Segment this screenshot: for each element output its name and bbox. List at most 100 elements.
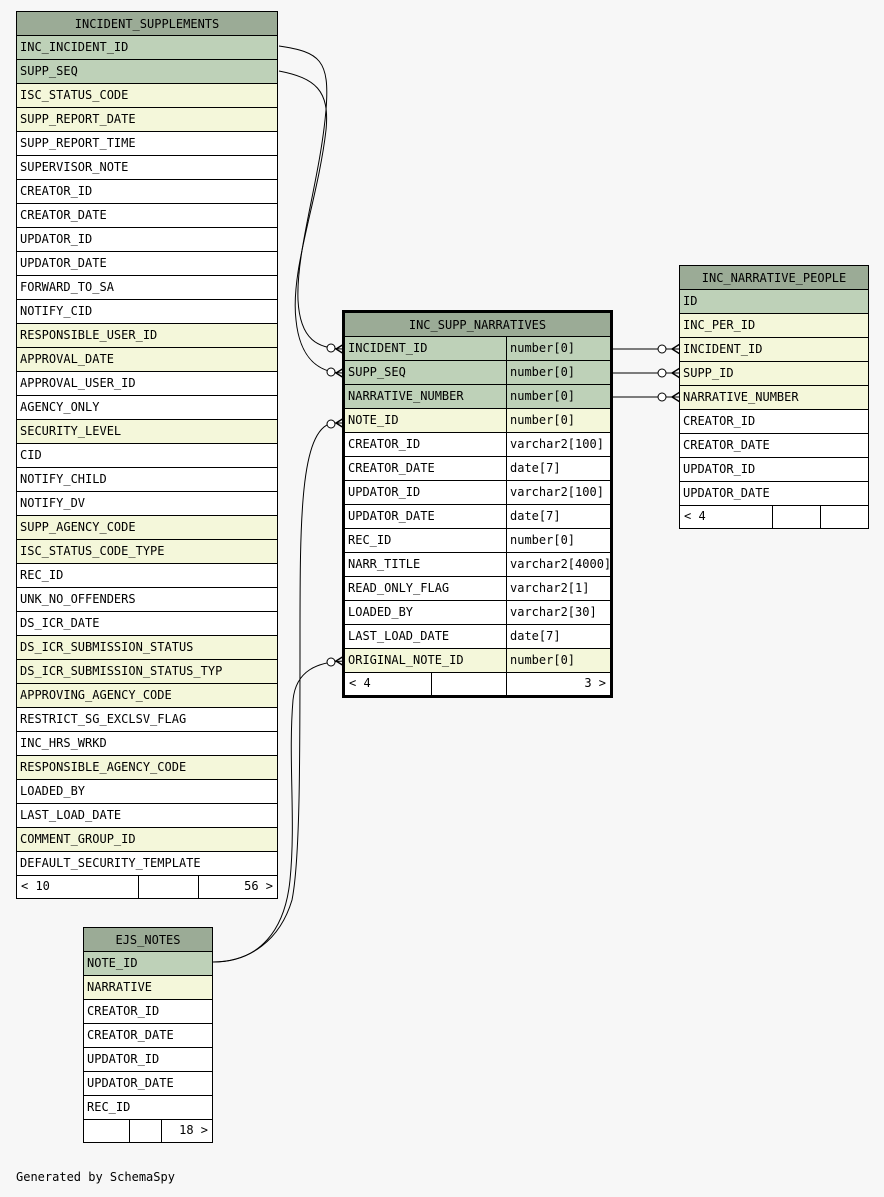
- column-row[interactable]: NARRATIVE: [84, 976, 212, 1000]
- table-title[interactable]: INC_NARRATIVE_PEOPLE: [680, 266, 868, 290]
- column-row[interactable]: CREATOR_DATE: [17, 204, 277, 228]
- column-row[interactable]: CREATOR_ID: [680, 410, 868, 434]
- column-row[interactable]: CREATOR_DATE: [680, 434, 868, 458]
- column-row[interactable]: INC_HRS_WRKD: [17, 732, 277, 756]
- footer-parents-count[interactable]: < 4: [349, 676, 371, 690]
- column-name: INCIDENT_ID: [348, 341, 428, 355]
- column-row[interactable]: CID: [17, 444, 277, 468]
- column-row[interactable]: NOTIFY_DV: [17, 492, 277, 516]
- column-row[interactable]: SUPP_ID: [680, 362, 868, 386]
- column-row[interactable]: CREATOR_ID: [17, 180, 277, 204]
- column-row[interactable]: LOADED_BY: [17, 780, 277, 804]
- table-footer: < 4: [680, 506, 868, 528]
- column-type: number[0]: [506, 337, 610, 360]
- column-row[interactable]: AGENCY_ONLY: [17, 396, 277, 420]
- column-row[interactable]: DEFAULT_SECURITY_TEMPLATE: [17, 852, 277, 876]
- column-type: varchar2[4000]: [506, 553, 610, 576]
- column-row[interactable]: RESPONSIBLE_USER_ID: [17, 324, 277, 348]
- table-footer: < 4 3 >: [345, 673, 610, 695]
- footer-parents-count[interactable]: < 10: [21, 879, 50, 893]
- footer-spacer: [431, 673, 506, 695]
- column-row[interactable]: UPDATOR_DATE: [17, 252, 277, 276]
- column-type: date[7]: [506, 625, 610, 648]
- column-name: NARRATIVE_NUMBER: [348, 389, 464, 403]
- column-row[interactable]: RESTRICT_SG_EXCLSV_FLAG: [17, 708, 277, 732]
- column-row[interactable]: SUPERVISOR_NOTE: [17, 156, 277, 180]
- column-row[interactable]: APPROVAL_USER_ID: [17, 372, 277, 396]
- column-row[interactable]: SUPP_REPORT_DATE: [17, 108, 277, 132]
- column-name: AGENCY_ONLY: [20, 400, 100, 414]
- column-row[interactable]: REC_ID: [17, 564, 277, 588]
- table-inc-supp-narratives[interactable]: INC_SUPP_NARRATIVES INCIDENT_ID number[0]…: [342, 310, 613, 698]
- column-row[interactable]: REC_ID: [84, 1096, 212, 1120]
- column-row[interactable]: UPDATOR_ID: [17, 228, 277, 252]
- column-row[interactable]: UPDATOR_DATE: [84, 1072, 212, 1096]
- column-row[interactable]: INC_PER_ID: [680, 314, 868, 338]
- column-name: LOADED_BY: [20, 784, 86, 798]
- column-row[interactable]: LAST_LOAD_DATE: [17, 804, 277, 828]
- table-title[interactable]: EJS_NOTES: [84, 928, 212, 952]
- column-row[interactable]: INCIDENT_ID number[0]: [345, 337, 610, 361]
- table-title[interactable]: INC_SUPP_NARRATIVES: [345, 313, 610, 337]
- column-row[interactable]: APPROVING_AGENCY_CODE: [17, 684, 277, 708]
- column-row[interactable]: INCIDENT_ID: [680, 338, 868, 362]
- column-row[interactable]: SECURITY_LEVEL: [17, 420, 277, 444]
- footer-parents-count[interactable]: < 4: [684, 509, 706, 523]
- column-name: READ_ONLY_FLAG: [348, 581, 450, 595]
- column-row[interactable]: NOTE_ID: [84, 952, 212, 976]
- column-row[interactable]: SUPP_AGENCY_CODE: [17, 516, 277, 540]
- column-row[interactable]: DS_ICR_DATE: [17, 612, 277, 636]
- column-name: SUPP_REPORT_DATE: [20, 112, 136, 126]
- optional-marker: [657, 392, 667, 402]
- column-row[interactable]: ID: [680, 290, 868, 314]
- column-row[interactable]: DS_ICR_SUBMISSION_STATUS_TYP: [17, 660, 277, 684]
- column-name: SUPP_AGENCY_CODE: [20, 520, 136, 534]
- column-row[interactable]: NOTIFY_CHILD: [17, 468, 277, 492]
- footer-children-count[interactable]: 18 >: [161, 1120, 212, 1142]
- column-row[interactable]: FORWARD_TO_SA: [17, 276, 277, 300]
- column-row[interactable]: UNK_NO_OFFENDERS: [17, 588, 277, 612]
- column-name: SUPP_SEQ: [20, 64, 78, 78]
- column-row[interactable]: UPDATOR_DATE: [680, 482, 868, 506]
- column-row[interactable]: NARRATIVE_NUMBER: [680, 386, 868, 410]
- column-name: RESTRICT_SG_EXCLSV_FLAG: [20, 712, 187, 726]
- column-row[interactable]: UPDATOR_ID: [84, 1048, 212, 1072]
- column-row[interactable]: ISC_STATUS_CODE_TYPE: [17, 540, 277, 564]
- column-row[interactable]: ISC_STATUS_CODE: [17, 84, 277, 108]
- column-row[interactable]: COMMENT_GROUP_ID: [17, 828, 277, 852]
- column-row[interactable]: NOTIFY_CID: [17, 300, 277, 324]
- column-name: ISC_STATUS_CODE: [20, 88, 129, 102]
- column-name: SUPP_REPORT_TIME: [20, 136, 136, 150]
- column-row[interactable]: APPROVAL_DATE: [17, 348, 277, 372]
- column-name: ORIGINAL_NOTE_ID: [348, 653, 464, 667]
- footer-children-count[interactable]: 3 >: [506, 673, 610, 695]
- column-row[interactable]: SUPP_SEQ: [17, 60, 277, 84]
- column-name: APPROVAL_USER_ID: [20, 376, 136, 390]
- column-name: APPROVAL_DATE: [20, 352, 114, 366]
- column-row[interactable]: CREATOR_DATE: [84, 1024, 212, 1048]
- table-incident-supplements[interactable]: INCIDENT_SUPPLEMENTS INC_INCIDENT_ID SUPP…: [16, 11, 278, 899]
- column-row[interactable]: DS_ICR_SUBMISSION_STATUS: [17, 636, 277, 660]
- column-row[interactable]: SUPP_REPORT_TIME: [17, 132, 277, 156]
- table-title[interactable]: INCIDENT_SUPPLEMENTS: [17, 12, 277, 36]
- footer-children-count[interactable]: 56 >: [198, 876, 277, 898]
- column-row[interactable]: RESPONSIBLE_AGENCY_CODE: [17, 756, 277, 780]
- column-row[interactable]: CREATOR_ID: [84, 1000, 212, 1024]
- column-row[interactable]: INC_INCIDENT_ID: [17, 36, 277, 60]
- column-row[interactable]: UPDATOR_ID: [680, 458, 868, 482]
